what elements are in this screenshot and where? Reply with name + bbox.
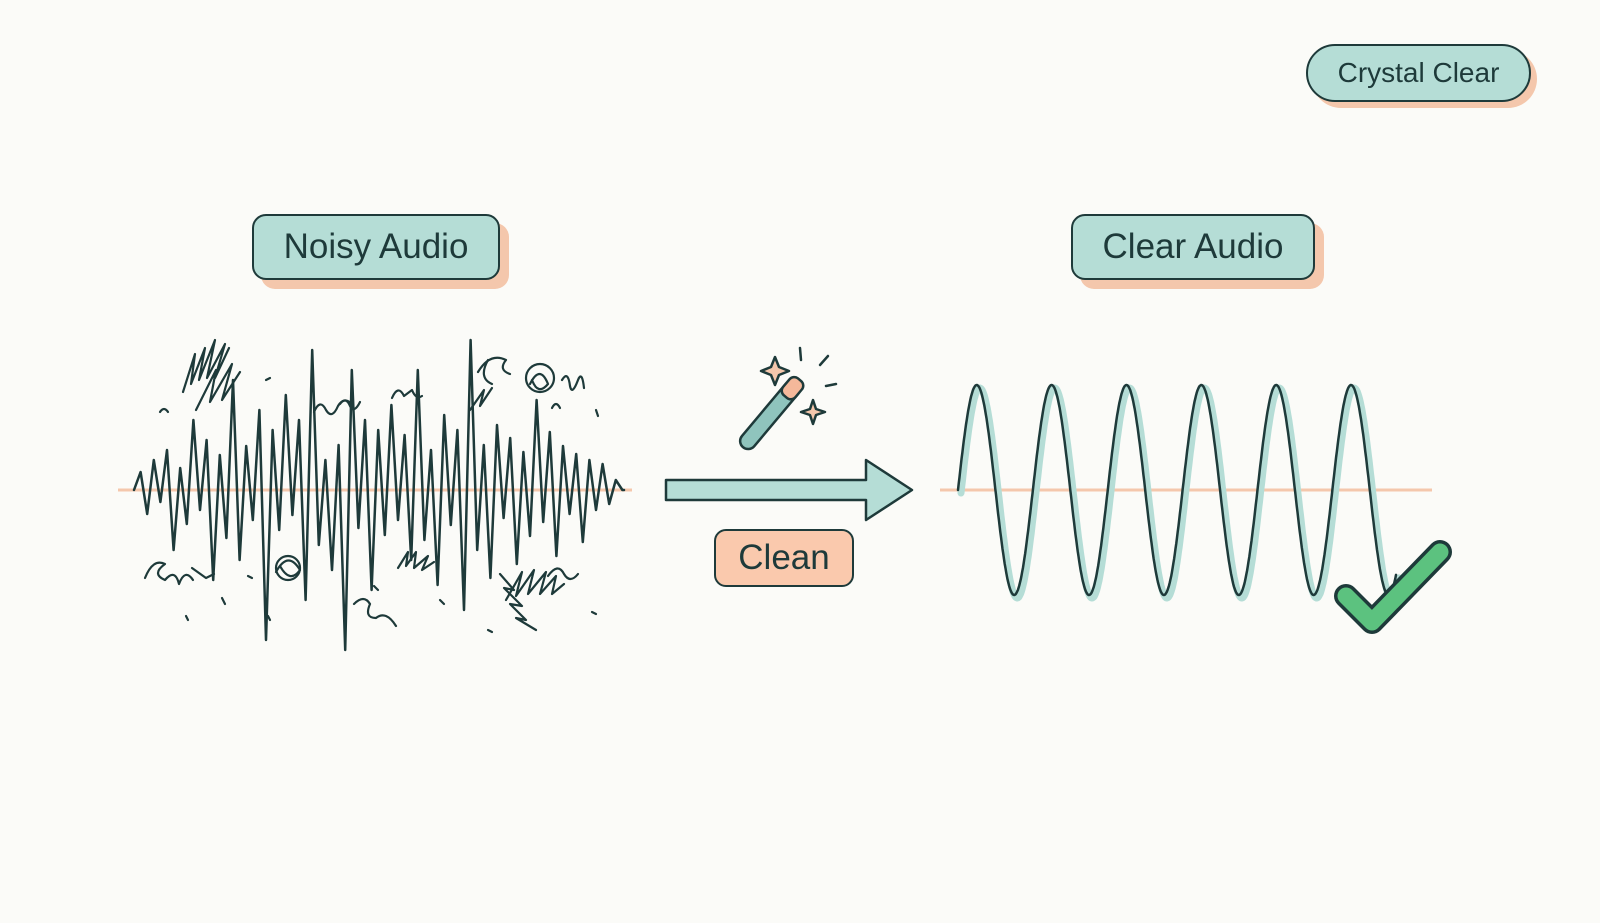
magic-wand-icon	[738, 346, 838, 451]
badge-label: Crystal Clear	[1337, 57, 1500, 88]
process-arrow	[664, 458, 914, 522]
clear-audio-text: Clear Audio	[1102, 227, 1284, 266]
noisy-audio-text: Noisy Audio	[283, 227, 469, 266]
clean-label: Clean	[714, 529, 854, 587]
noisy-audio-label: Noisy Audio	[252, 214, 500, 280]
clear-audio-label: Clear Audio	[1071, 214, 1315, 280]
clear-waveform	[956, 383, 1403, 602]
noise-scribbles	[143, 338, 600, 634]
check-mark-icon	[1334, 540, 1452, 634]
crystal-clear-badge: Crystal Clear	[1306, 44, 1531, 102]
noisy-waveform	[132, 338, 626, 652]
clean-label-text: Clean	[738, 538, 830, 577]
